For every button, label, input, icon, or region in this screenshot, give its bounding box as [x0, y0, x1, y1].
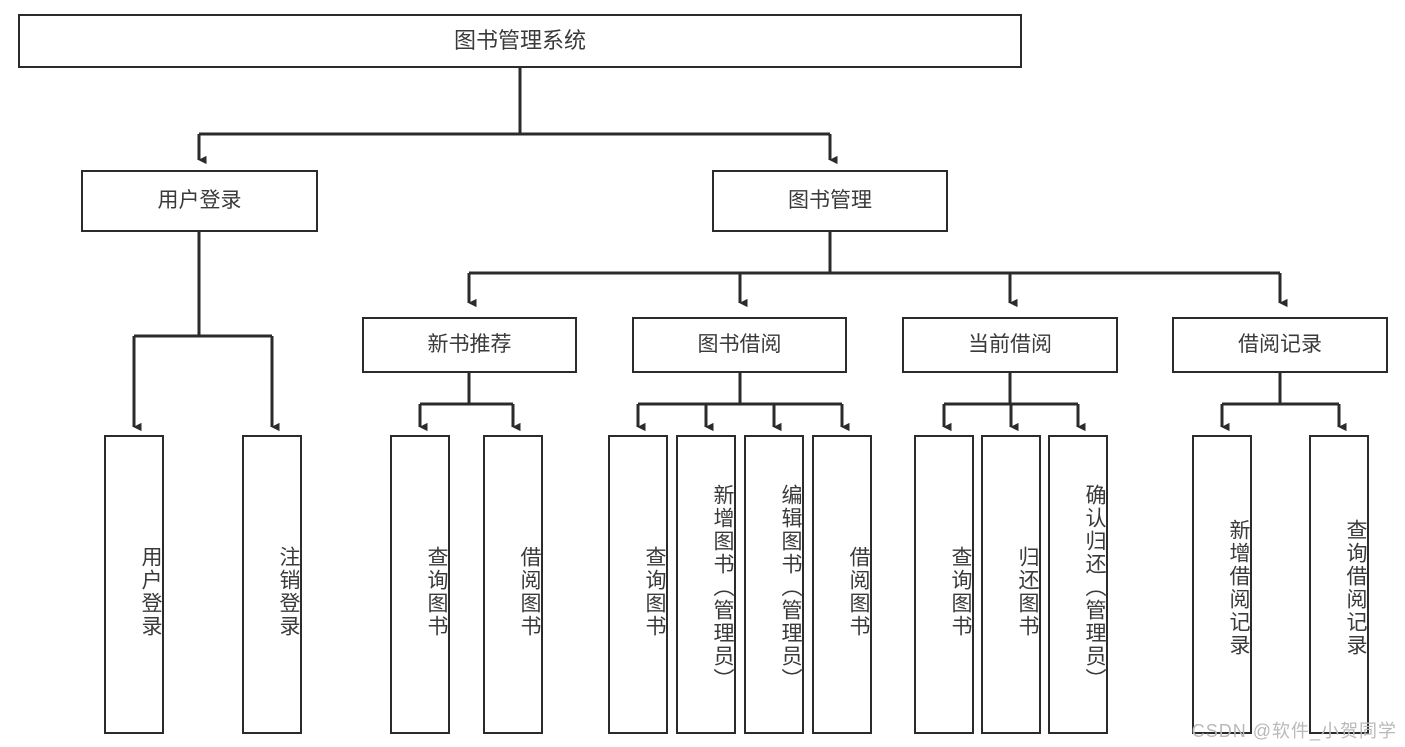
- leaf-current-borrow-query-book[interactable]: 查询图书: [914, 435, 974, 734]
- node-root-label: 图书管理系统: [453, 28, 586, 54]
- node-new-book-recommend[interactable]: 新书推荐: [362, 317, 577, 373]
- node-book-management[interactable]: 图书管理: [712, 170, 948, 232]
- watermark: CSDN @软件_小贺同学: [1191, 721, 1397, 741]
- node-book-borrow-label: 图书借阅: [697, 332, 782, 356]
- node-borrow-record-label: 借阅记录: [1238, 332, 1322, 356]
- leaf-label: 借阅图书: [518, 545, 541, 638]
- leaf-user-login-logout[interactable]: 注销登录: [242, 435, 302, 734]
- node-user-login-label: 用户登录: [157, 188, 242, 212]
- leaf-book-borrow-add-book-admin[interactable]: 新增图书（管理员）: [676, 435, 736, 734]
- node-root-book-management-system[interactable]: 图书管理系统: [18, 14, 1022, 68]
- leaf-label: 归还图书: [1016, 545, 1039, 638]
- leaf-label: 借阅图书: [847, 545, 870, 638]
- leaf-label: 注销登录: [277, 545, 300, 638]
- node-user-login[interactable]: 用户登录: [81, 170, 318, 232]
- leaf-label: 新增借阅记录: [1227, 518, 1250, 657]
- leaf-new-book-query-book[interactable]: 查询图书: [390, 435, 450, 734]
- leaf-borrow-record-add-record[interactable]: 新增借阅记录: [1192, 435, 1252, 734]
- leaf-book-borrow-query-book[interactable]: 查询图书: [608, 435, 668, 734]
- leaf-borrow-record-query-record[interactable]: 查询借阅记录: [1309, 435, 1369, 734]
- leaf-current-borrow-confirm-return-admin[interactable]: 确认归还（管理员）: [1048, 435, 1108, 734]
- leaf-current-borrow-return-book[interactable]: 归还图书: [981, 435, 1041, 734]
- leaf-label: 编辑图书（管理员）: [779, 484, 802, 691]
- leaf-label: 查询图书: [425, 545, 448, 638]
- leaf-label: 确认归还（管理员）: [1083, 484, 1106, 691]
- node-book-management-label: 图书管理: [788, 188, 872, 212]
- leaf-label: 新增图书（管理员）: [711, 484, 734, 691]
- node-new-book-recommend-label: 新书推荐: [427, 332, 512, 356]
- node-current-borrow-label: 当前借阅: [968, 332, 1052, 356]
- leaf-label: 查询图书: [949, 545, 972, 638]
- leaf-label: 查询借阅记录: [1344, 518, 1367, 657]
- leaf-book-borrow-borrow-book[interactable]: 借阅图书: [812, 435, 872, 734]
- node-borrow-record[interactable]: 借阅记录: [1172, 317, 1388, 373]
- leaf-label: 用户登录: [139, 545, 162, 638]
- leaf-book-borrow-edit-book-admin[interactable]: 编辑图书（管理员）: [744, 435, 804, 734]
- node-current-borrow[interactable]: 当前借阅: [902, 317, 1118, 373]
- leaf-user-login-login[interactable]: 用户登录: [104, 435, 164, 734]
- leaf-label: 查询图书: [643, 545, 666, 638]
- leaf-new-book-borrow-book[interactable]: 借阅图书: [483, 435, 543, 734]
- node-book-borrow[interactable]: 图书借阅: [632, 317, 847, 373]
